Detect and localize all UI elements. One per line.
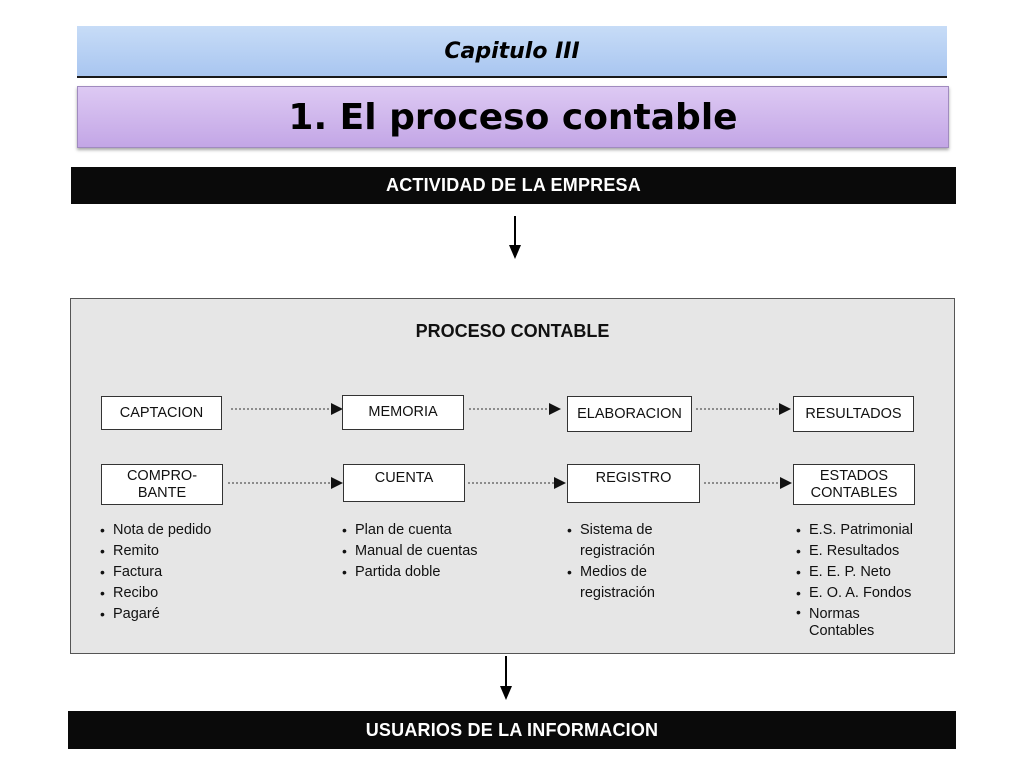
documents-list: Nota de pedido Remito Factura Recibo Pag… [100, 520, 211, 625]
node-registro: REGISTRO [567, 464, 700, 503]
node-registro-label: REGISTRO [595, 470, 672, 486]
list-item: Nota de pedido [100, 520, 211, 541]
node-cuenta-label: CUENTA [374, 470, 434, 486]
list-item-line: Medios de [580, 564, 647, 580]
list-item: Remito [100, 541, 211, 562]
list-item-line: Normas [809, 606, 860, 622]
list-item: E. Resultados [796, 541, 913, 562]
node-comprobante-line2: BANTE [137, 484, 187, 501]
chapter-label: Capitulo III [444, 38, 580, 64]
list-item: E. O. A. Fondos [796, 583, 913, 604]
node-estados-line2: CONTABLES [810, 484, 898, 501]
list-item-line: Contables [809, 623, 875, 639]
node-comprobante: COMPRO- BANTE [101, 464, 223, 505]
list-item: Sistema de registración [567, 520, 655, 562]
slide-title-banner: 1. El proceso contable [77, 86, 949, 148]
node-estados-contables: ESTADOS CONTABLES [793, 464, 915, 505]
node-elaboracion: ELABORACION [567, 396, 692, 432]
list-item: Pagaré [100, 604, 211, 625]
statements-list: E.S. Patrimonial E. Resultados E. E. P. … [796, 520, 913, 640]
node-estados-line1: ESTADOS [819, 467, 889, 484]
list-item: Normas Contables [796, 604, 913, 640]
registration-list: Sistema de registración Medios de regist… [567, 520, 655, 604]
list-item-line: registración [580, 543, 655, 559]
node-comprobante-line1: COMPRO- [126, 467, 198, 484]
company-activity-bar: ACTIVIDAD DE LA EMPRESA [71, 167, 956, 204]
node-resultados: RESULTADOS [793, 396, 914, 432]
slide-title: 1. El proceso contable [288, 96, 738, 138]
account-list: Plan de cuenta Manual de cuentas Partida… [342, 520, 478, 583]
chapter-header: Capitulo III [77, 26, 947, 78]
node-captacion: CAPTACION [101, 396, 222, 430]
node-cuenta: CUENTA [343, 464, 465, 502]
list-item-line: registración [580, 585, 655, 601]
list-item-line: Sistema de [580, 522, 653, 538]
information-users-bar: USUARIOS DE LA INFORMACION [68, 711, 956, 749]
down-arrow-top-head [509, 245, 521, 259]
list-item: Recibo [100, 583, 211, 604]
flow-arrows [228, 403, 792, 489]
list-item: Manual de cuentas [342, 541, 478, 562]
list-item: Medios de registración [567, 562, 655, 604]
list-item: E. E. P. Neto [796, 562, 913, 583]
accounting-process-panel: PROCESO CONTABLE CAPTACION MEMORIA ELABO… [70, 298, 955, 654]
panel-title: PROCESO CONTABLE [415, 321, 610, 341]
down-arrow-bottom-head [500, 686, 512, 700]
node-memoria: MEMORIA [342, 395, 464, 430]
list-item: E.S. Patrimonial [796, 520, 913, 541]
list-item: Plan de cuenta [342, 520, 478, 541]
list-item: Partida doble [342, 562, 478, 583]
list-item: Factura [100, 562, 211, 583]
